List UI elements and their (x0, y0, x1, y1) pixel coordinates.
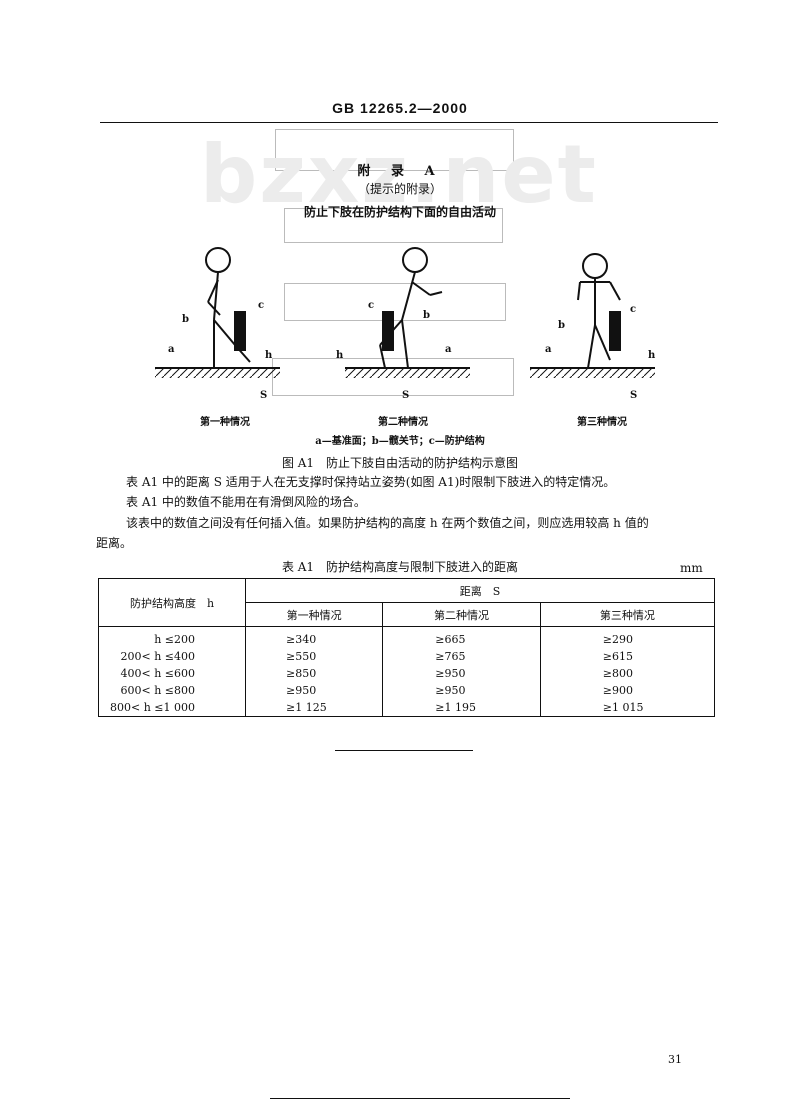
watermark: bzxz.net (200, 128, 598, 221)
height-value: 400< h ≤600 (120, 667, 195, 680)
figure-a1: a b c h S a b c h S a b c h S 第一种情况 第二种情… (155, 247, 656, 428)
label-h-1: h (265, 350, 273, 361)
figure-legend: a—基准面；b—髋关节；c—防护结构 (315, 436, 485, 447)
distance-value: ≥1 015 (602, 701, 644, 714)
table-a1: 防护结构高度 h 距离 S 第一种情况 第二种情况 第三种情况 h ≤200 2… (98, 578, 716, 717)
footer-rule (270, 1098, 570, 1099)
sub-header-1: 第一种情况 (244, 602, 384, 627)
table-unit: mm (680, 561, 703, 575)
label-s-3: S (630, 390, 637, 401)
height-value: 800< h ≤1 000 (110, 701, 195, 714)
table-row: h ≤200 200< h ≤400 400< h ≤600 600< h ≤8… (98, 626, 716, 717)
distance-value: ≥800 (602, 667, 633, 680)
appendix-title: 附 录 A (357, 164, 443, 179)
height-value: 200< h ≤400 (120, 650, 195, 663)
table-title: 表 A1 防护结构高度与限制下肢进入的距离 (281, 560, 519, 574)
label-c-3: c (630, 304, 636, 315)
distance-value: ≥340 (286, 633, 317, 646)
label-h-3: h (648, 350, 656, 361)
header-rule (100, 122, 718, 123)
ghost-box (284, 283, 506, 321)
case-3-cell: ≥290 ≥615 ≥800 ≥900 ≥1 015 (539, 626, 716, 717)
distance-value: ≥950 (435, 684, 466, 697)
label-s-2: S (402, 390, 409, 401)
distance-value: ≥290 (602, 633, 633, 646)
case-1-figure (155, 247, 280, 378)
paragraph-3-cont: 距离。 (96, 536, 133, 550)
distance-value: ≥550 (286, 650, 317, 663)
label-s-1: S (260, 390, 267, 401)
distance-value: ≥1 125 (286, 701, 327, 714)
paragraph-2: 表 A1 中的数值不能用在有滑倒风险的场合。 (126, 495, 366, 509)
height-value: 600< h ≤800 (120, 684, 195, 697)
case-3-figure (530, 253, 655, 378)
label-b-2: b (423, 310, 430, 321)
distance-value: ≥765 (435, 650, 466, 663)
label-b-1: b (182, 314, 189, 325)
sub-header-2: 第二种情况 (382, 602, 541, 627)
distance-value: ≥665 (435, 633, 466, 646)
col-height-header: 防护结构高度 h (98, 578, 246, 627)
label-a-3: a (545, 344, 552, 355)
case-1-label: 第一种情况 (200, 415, 250, 428)
label-c-2: c (368, 300, 374, 311)
figure-caption: 图 A1 防止下肢自由活动的防护结构示意图 (281, 456, 519, 470)
sub-header-3: 第三种情况 (539, 602, 716, 627)
case-3-label: 第三种情况 (577, 415, 627, 428)
page-number: 31 (668, 1053, 682, 1066)
col-distance-header: 距离 S (245, 578, 715, 603)
ghost-box (275, 129, 514, 171)
height-cell: h ≤200 200< h ≤400 400< h ≤600 600< h ≤8… (98, 626, 246, 717)
paragraph-1: 表 A1 中的距离 S 适用于人在无支撑时保持站立姿势(如图 A1)时限制下肢进… (126, 475, 616, 489)
label-c-1: c (258, 300, 264, 311)
appendix-subtitle: （提示的附录） (357, 182, 442, 196)
label-a-1: a (168, 344, 175, 355)
case-2-figure (345, 247, 470, 378)
paragraph-3: 该表中的数值之间没有任何插入值。如果防护结构的高度 h 在两个数值之间，则应选用… (126, 516, 649, 530)
end-rule (335, 750, 473, 751)
ghost-box (284, 208, 503, 243)
label-b-3: b (558, 320, 565, 331)
distance-value: ≥1 195 (435, 701, 476, 714)
page-header: GB 12265.2—2000 (332, 100, 468, 116)
distance-value: ≥615 (602, 650, 633, 663)
case-2-label: 第二种情况 (378, 415, 428, 428)
case-2-cell: ≥665 ≥765 ≥950 ≥950 ≥1 195 (382, 626, 541, 717)
distance-value: ≥900 (602, 684, 633, 697)
case-1-cell: ≥340 ≥550 ≥850 ≥950 ≥1 125 (244, 626, 384, 717)
distance-value: ≥850 (286, 667, 317, 680)
label-a-2: a (445, 344, 452, 355)
label-h-2: h (336, 350, 344, 361)
distance-value: ≥950 (435, 667, 466, 680)
appendix-heading: 防止下肢在防护结构下面的自由活动 (303, 205, 496, 219)
height-value: h ≤200 (154, 633, 195, 646)
distance-value: ≥950 (286, 684, 317, 697)
